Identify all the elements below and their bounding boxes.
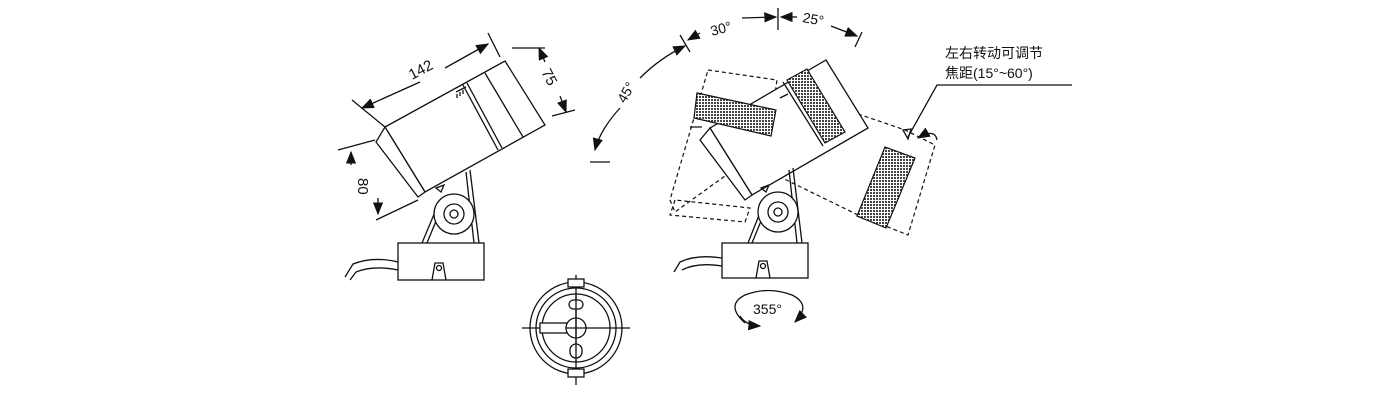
lamp-body-tilted <box>690 59 916 229</box>
dimension-lines <box>337 32 576 221</box>
focus-note: 左右转动可调节 焦距(15°~60°) <box>901 45 1072 141</box>
bottom-view <box>522 275 630 385</box>
angle-25-label: 25° <box>801 9 825 28</box>
dim-length-label: 142 <box>406 57 436 84</box>
angle-45-label: 45° <box>614 79 638 105</box>
lamp-body <box>375 60 546 198</box>
dim-height-label: 80 <box>354 178 371 195</box>
rotation-label: 355° <box>753 301 782 317</box>
dim-head-label: 75 <box>537 66 560 89</box>
pivot-knob-2 <box>757 191 799 233</box>
side-view: 142 75 80 <box>337 32 576 281</box>
adjust-view: 45° 30° 25° 355° 左右转动可调节 焦距(15°~60°) <box>590 8 1072 331</box>
angle-30-label: 30° <box>709 18 734 39</box>
pivot-knob <box>433 193 475 235</box>
rotation-indicator: 355° <box>734 289 807 331</box>
base-2 <box>673 242 809 279</box>
angle-arcs <box>590 8 863 163</box>
note-line-1: 左右转动可调节 <box>945 45 1043 61</box>
note-line-2: 焦距(15°~60°) <box>945 65 1033 81</box>
base <box>344 242 485 281</box>
